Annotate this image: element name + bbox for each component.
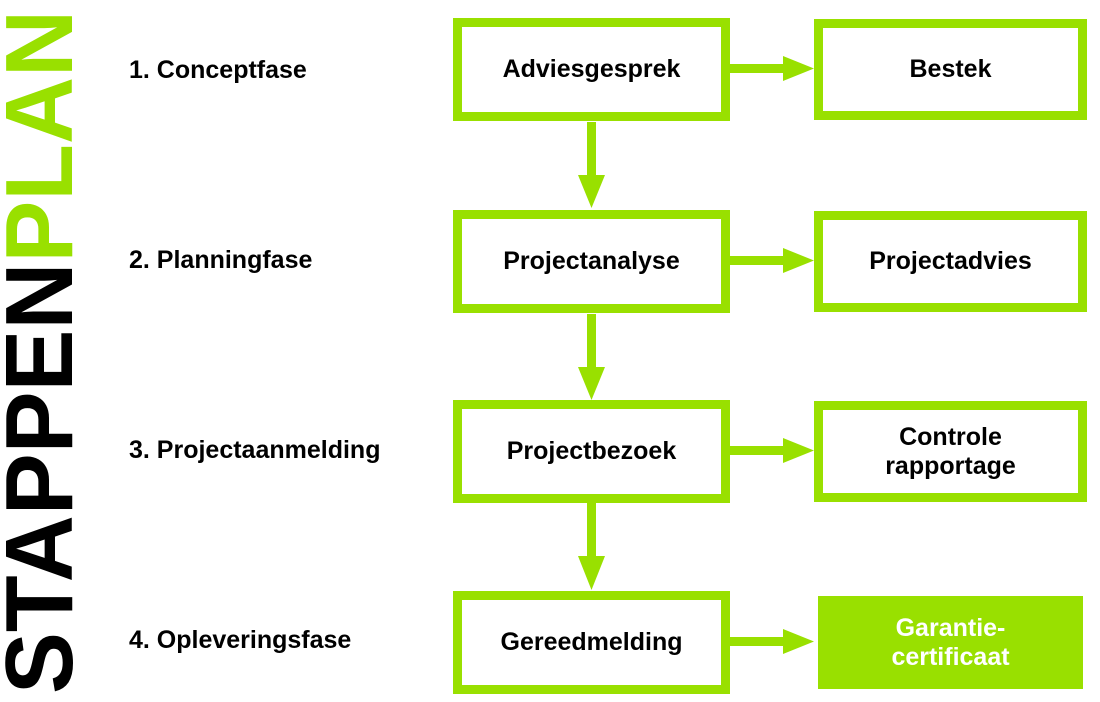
arrow-down-1 — [578, 122, 605, 208]
result-label-line2: certificaat — [891, 642, 1010, 671]
title-part-plan: PLAN — [0, 10, 80, 263]
result-box-projectadvies: Projectadvies — [814, 211, 1087, 312]
step-label: Projectanalyse — [503, 247, 680, 275]
result-label-line1: Bestek — [909, 55, 992, 83]
step-box-projectbezoek: Projectbezoek — [453, 400, 730, 503]
svg-text:STAPPENPLAN: STAPPENPLAN — [0, 10, 80, 694]
arrow-right-2 — [730, 248, 814, 273]
arrow-right-4 — [730, 629, 814, 654]
step-label: Gereedmelding — [500, 628, 683, 656]
result-label-line1: Garantie- — [895, 613, 1006, 642]
arrow-right-1 — [730, 56, 814, 81]
arrow-down-3 — [578, 503, 605, 590]
vertical-title: STAPPENPLAN — [0, 0, 80, 702]
result-label-line1: Controle — [899, 422, 1002, 451]
result-label-line2: rapportage — [885, 451, 1016, 480]
result-box-bestek: Bestek — [814, 19, 1087, 120]
title-part-stappen: STAPPEN — [0, 263, 80, 694]
phase-label-3: 3. Projectaanmelding — [129, 436, 381, 464]
phase-label-1: 1. Conceptfase — [129, 56, 307, 84]
step-box-adviesgesprek: Adviesgesprek — [453, 18, 730, 121]
result-label-line1: Projectadvies — [869, 247, 1032, 275]
phase-label-2: 2. Planningfase — [129, 246, 313, 274]
step-box-projectanalyse: Projectanalyse — [453, 210, 730, 313]
step-box-gereedmelding: Gereedmelding — [453, 591, 730, 694]
arrow-right-3 — [730, 438, 814, 463]
step-label: Projectbezoek — [506, 437, 677, 465]
result-box-controle-rapportage: Controle rapportage — [814, 401, 1087, 502]
result-box-garantiecertificaat: Garantie- certificaat — [818, 596, 1083, 689]
step-label: Adviesgesprek — [502, 55, 681, 83]
phase-label-4: 4. Opleveringsfase — [129, 626, 352, 654]
arrow-down-2 — [578, 314, 605, 400]
